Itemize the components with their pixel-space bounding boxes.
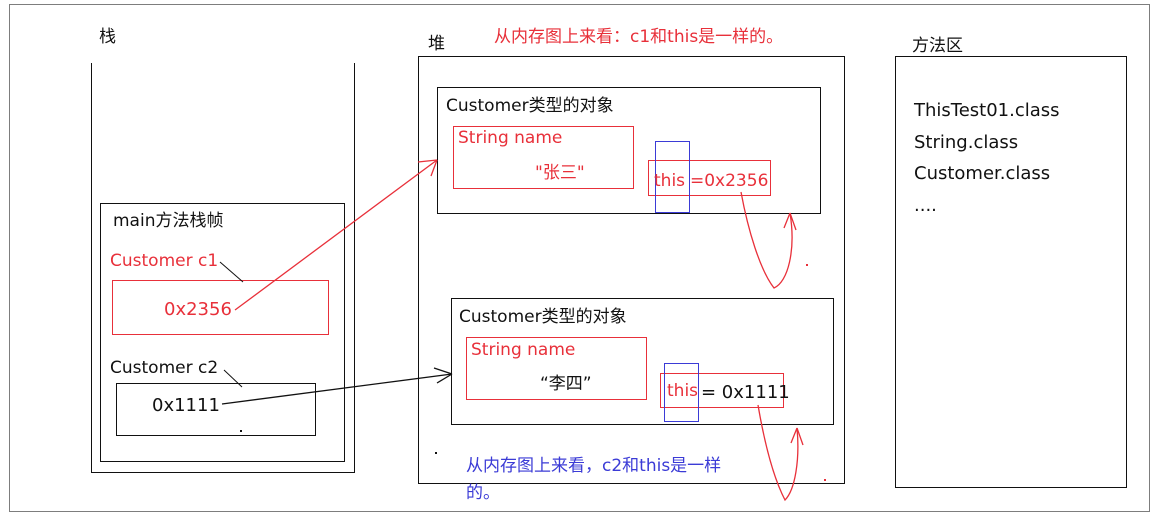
object-1-title: Customer类型的对象 (446, 96, 614, 116)
object-1-this-value: =0x2356 (690, 171, 769, 191)
heap-note-bottom-line1: 从内存图上来看，c2和this是一样 (466, 456, 722, 476)
method-area-container (895, 56, 1127, 488)
method-area-item: ThisTest01.class (914, 100, 1060, 121)
method-area-item: String.class (914, 132, 1019, 153)
method-area-title: 方法区 (912, 36, 963, 56)
object-2-title: Customer类型的对象 (459, 307, 627, 327)
c1-value: 0x2356 (164, 299, 232, 320)
object-1-field-value: "张三" (535, 163, 585, 183)
object-2-field-label: String name (471, 340, 576, 360)
c2-value: 0x1111 (152, 395, 220, 416)
object-2-this-field (660, 373, 784, 408)
customer-object-1 (437, 87, 821, 214)
object-1-field-label: String name (458, 128, 563, 148)
stray-mark (806, 264, 808, 266)
object-2-field-value: “李四” (540, 374, 592, 394)
method-area-item: Customer.class (914, 163, 1051, 184)
c2-label: Customer c2 (110, 358, 219, 378)
this-loop-1 (740, 191, 797, 289)
this-loop-2 (757, 404, 804, 502)
customer-object-2 (451, 298, 834, 425)
stray-mark (240, 430, 242, 432)
c1-label-leader (219, 261, 244, 283)
object-2-this-label: this (667, 381, 699, 401)
object-2-this-highlight (664, 363, 699, 422)
object-1-this-field (648, 160, 771, 196)
heap-title: 堆 (428, 34, 445, 54)
stray-mark (435, 452, 437, 454)
c1-label: Customer c1 (110, 251, 219, 271)
heap-container (418, 56, 845, 484)
main-stack-frame (100, 203, 345, 462)
stack-title: 栈 (99, 27, 116, 47)
heap-note-top: 从内存图上来看：c1和this是一样的。 (494, 27, 784, 47)
object-1-name-field (453, 126, 634, 189)
object-2-this-value: = 0x1111 (701, 382, 790, 403)
object-1-this-label: this (654, 171, 686, 191)
object-1-this-highlight (655, 141, 690, 213)
main-frame-title: main方法栈帧 (113, 211, 224, 231)
c1-value-box (112, 280, 329, 335)
diagram-frame (9, 4, 1150, 512)
stray-mark (824, 479, 826, 481)
c2-label-leader (223, 369, 243, 388)
heap-note-bottom-line2: 的。 (466, 483, 500, 503)
method-area-item: .... (914, 195, 937, 216)
stack-container (91, 63, 355, 473)
object-2-name-field (466, 337, 647, 400)
c2-value-box (116, 383, 316, 436)
c1-reference-arrow (234, 159, 438, 311)
c2-reference-arrow (221, 367, 453, 405)
